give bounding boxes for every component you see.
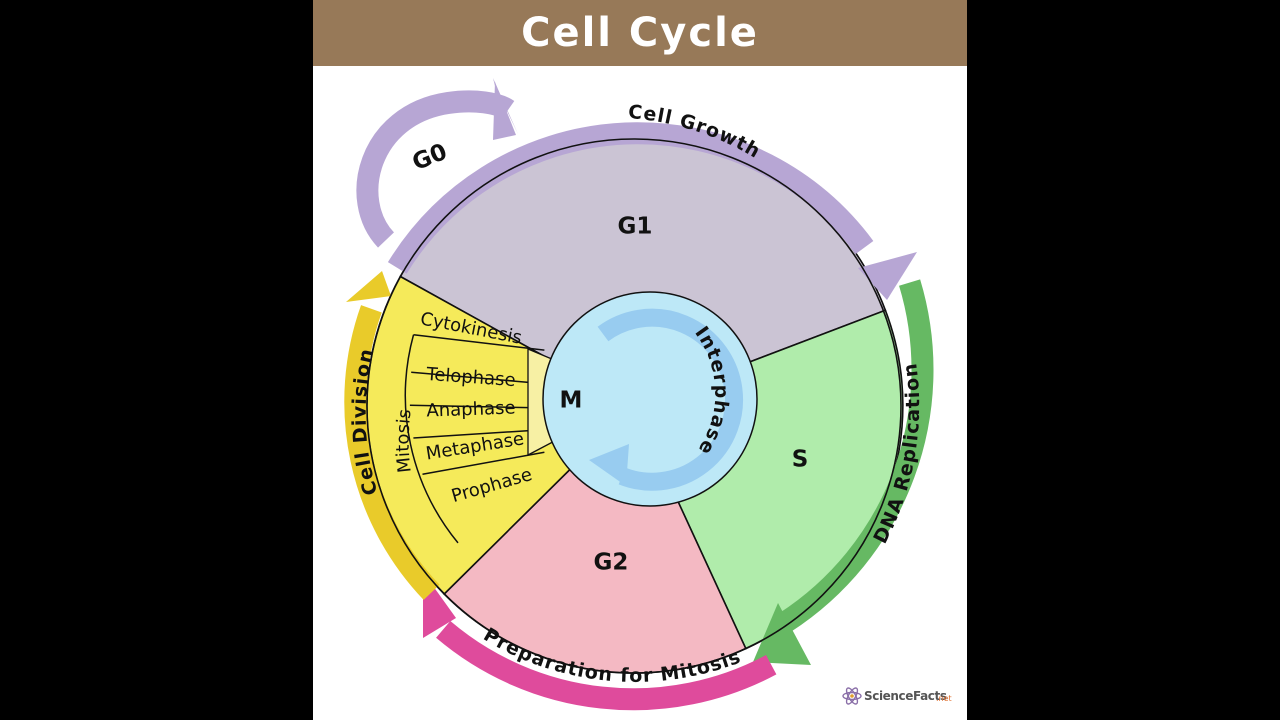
g0-loop-arrowhead-main <box>493 82 516 140</box>
g1-label: G1 <box>618 214 653 240</box>
g0-label: G0 <box>409 139 451 176</box>
interphase-arrowhead <box>589 444 629 486</box>
s-label: S <box>792 447 809 473</box>
cell-division-arrowhead <box>346 271 391 302</box>
logo-suffix: .net <box>936 694 952 703</box>
title-bar: Cell Cycle <box>313 0 967 66</box>
mitosis-dividers <box>404 334 545 544</box>
dna-replication-arrowhead <box>753 603 811 665</box>
diagram-panel: Cell Growth DNA Replication Preparation … <box>313 0 967 720</box>
logo-text: ScienceFacts <box>864 689 947 703</box>
interphase-arrow <box>597 308 743 491</box>
cell-growth-arrowhead <box>858 252 917 300</box>
cell-division-arrow <box>344 305 440 600</box>
mitosis-stage-anaphase: Anaphase <box>426 397 516 421</box>
page-title: Cell Cycle <box>521 10 759 56</box>
cell-growth-arrow <box>387 122 874 274</box>
cell-cycle-diagram: Cell Growth DNA Replication Preparation … <box>344 78 952 711</box>
g0-loop-arrowhead <box>493 78 518 134</box>
g2-label: G2 <box>594 550 629 576</box>
atom-icon <box>842 687 862 705</box>
m-label: M <box>560 388 583 414</box>
cell-outline <box>366 138 902 674</box>
sciencefacts-logo: ScienceFacts .net <box>842 687 952 705</box>
g0-loop-arrow <box>356 90 515 248</box>
preparation-arrow <box>436 621 777 711</box>
